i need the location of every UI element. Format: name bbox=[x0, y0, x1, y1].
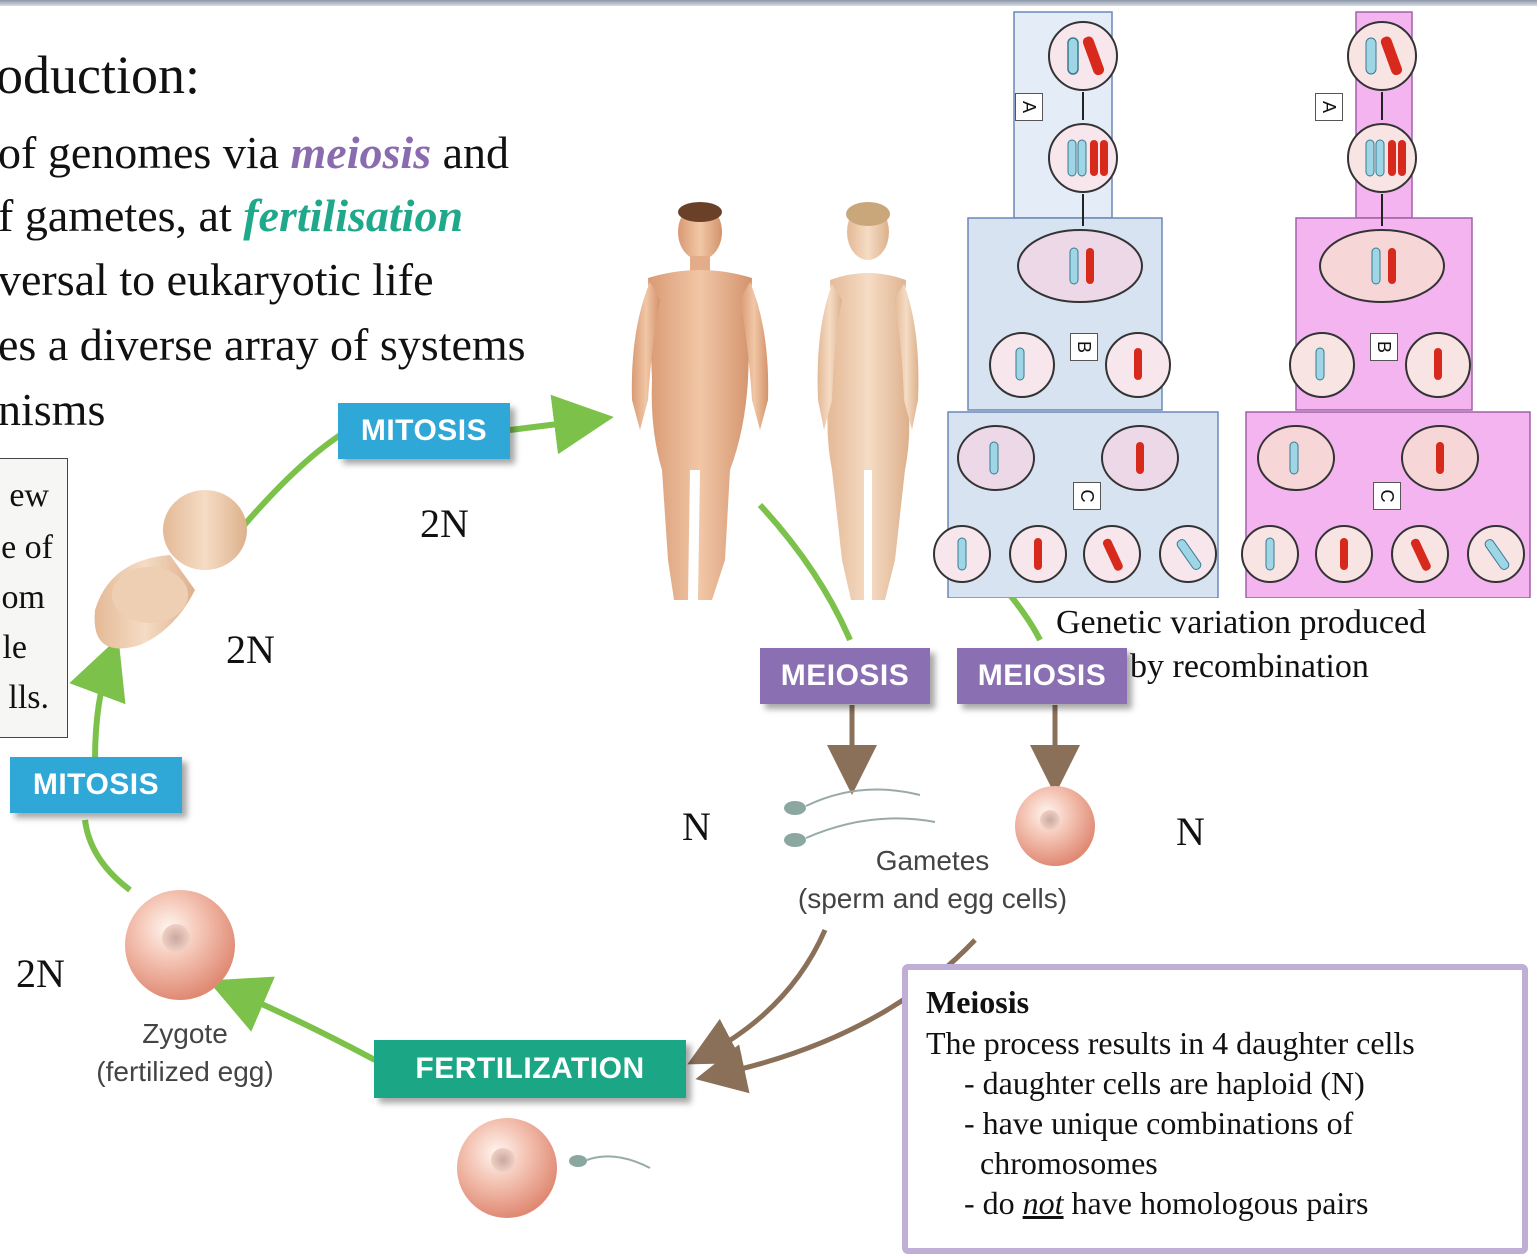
meiosis-box-emphasis: not bbox=[1023, 1185, 1064, 1221]
ploidy-adult: 2N bbox=[420, 500, 469, 547]
meiosis-box-line: - do not have homologous pairs bbox=[964, 1185, 1368, 1222]
gametes-subtitle: (sperm and egg cells) bbox=[760, 880, 1105, 918]
stage-label-a-left: A bbox=[1015, 93, 1043, 121]
meiosis-box-title: Meiosis bbox=[926, 984, 1029, 1021]
gametes-title: Gametes bbox=[760, 842, 1105, 880]
ploidy-egg: N bbox=[1176, 808, 1205, 855]
ploidy-zygote: 2N bbox=[16, 950, 65, 997]
meiosis-box-line: - daughter cells are haploid (N) bbox=[964, 1065, 1365, 1102]
stage-label-b-left: B bbox=[1070, 333, 1098, 361]
meiosis-box-line: The process results in 4 daughter cells bbox=[926, 1025, 1415, 1062]
zygote-cell bbox=[125, 890, 235, 1000]
fertilization-label: FERTILIZATION bbox=[374, 1040, 686, 1098]
arrow-sperm-to-fert bbox=[705, 930, 825, 1055]
zygote-subtitle: (fertilized egg) bbox=[60, 1053, 310, 1091]
stage-label-b-right: B bbox=[1370, 333, 1398, 361]
zygote-caption: Zygote (fertilized egg) bbox=[60, 1015, 310, 1091]
fertilization-egg bbox=[457, 1118, 650, 1218]
gametes-caption: Gametes (sperm and egg cells) bbox=[760, 842, 1105, 918]
meiosis-box-text: - do bbox=[964, 1185, 1023, 1221]
arrow-adult-to-meiosis bbox=[760, 505, 850, 640]
meiosis-box-text: have homologous pairs bbox=[1064, 1185, 1369, 1221]
mitosis-label-top: MITOSIS bbox=[338, 403, 510, 459]
meiosis-label-male: MEIOSIS bbox=[760, 648, 930, 704]
inset-caption-line-2: by recombination bbox=[1130, 648, 1369, 686]
meiosis-info-box: Meiosis The process results in 4 daughte… bbox=[902, 964, 1528, 1254]
stage-label-c-left: C bbox=[1073, 482, 1101, 510]
arrow-baby-to-adult bbox=[240, 432, 345, 530]
arrow-zygote-to-mitosis bbox=[85, 820, 130, 890]
ploidy-baby: 2N bbox=[226, 626, 275, 673]
sperm-cells bbox=[784, 790, 935, 847]
arrow-mitosis-to-adult bbox=[510, 420, 590, 430]
ploidy-sperm: N bbox=[682, 803, 711, 850]
meiosis-box-line: - have unique combinations of bbox=[964, 1105, 1353, 1142]
female-figure bbox=[818, 202, 919, 600]
arrow-mitosis-to-baby bbox=[95, 660, 110, 760]
stage-label-a-right: A bbox=[1315, 93, 1343, 121]
mitosis-label-left: MITOSIS bbox=[10, 757, 182, 813]
inset-caption-line-1: Genetic variation produced bbox=[1056, 604, 1426, 642]
baby-figure bbox=[95, 490, 247, 648]
stage-label-c-right: C bbox=[1373, 482, 1401, 510]
arrow-adult-to-meiosis-2 bbox=[1010, 595, 1040, 640]
zygote-title: Zygote bbox=[60, 1015, 310, 1053]
meiosis-box-line: chromosomes bbox=[980, 1145, 1158, 1182]
male-figure bbox=[632, 202, 768, 600]
meiosis-label-female: MEIOSIS bbox=[957, 648, 1127, 704]
